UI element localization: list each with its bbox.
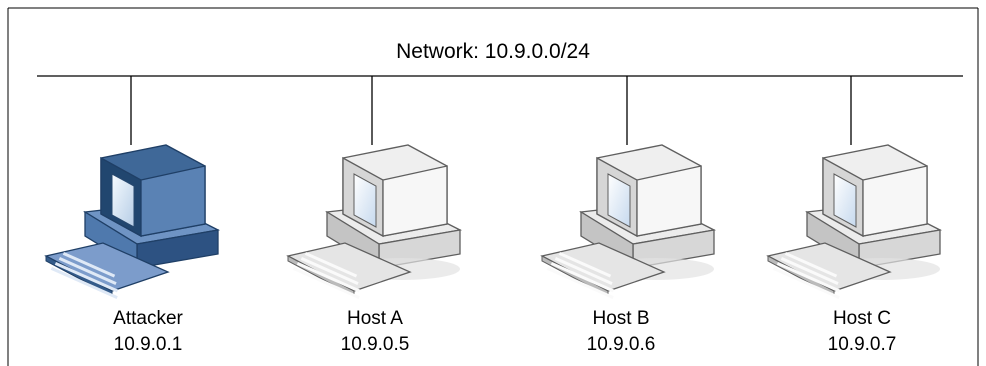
host-ip-host-b: 10.9.0.6	[586, 334, 656, 355]
network-label: Network: 10.9.0.0/24	[396, 40, 590, 63]
host-ip-host-a: 10.9.0.5	[340, 334, 410, 355]
desktop-computer-icon	[540, 144, 717, 300]
desktop-computer-icon	[44, 144, 221, 300]
host-name-host-b: Host B	[592, 308, 650, 329]
desktop-computer-icon	[286, 144, 463, 300]
host-ip-host-c: 10.9.0.7	[827, 334, 897, 355]
host-name-host-a: Host A	[347, 308, 403, 329]
host-name-attacker: Attacker	[113, 308, 183, 329]
desktop-computer-icon	[766, 144, 943, 300]
host-ip-attacker: 10.9.0.1	[113, 334, 183, 355]
host-name-host-c: Host C	[832, 308, 892, 329]
